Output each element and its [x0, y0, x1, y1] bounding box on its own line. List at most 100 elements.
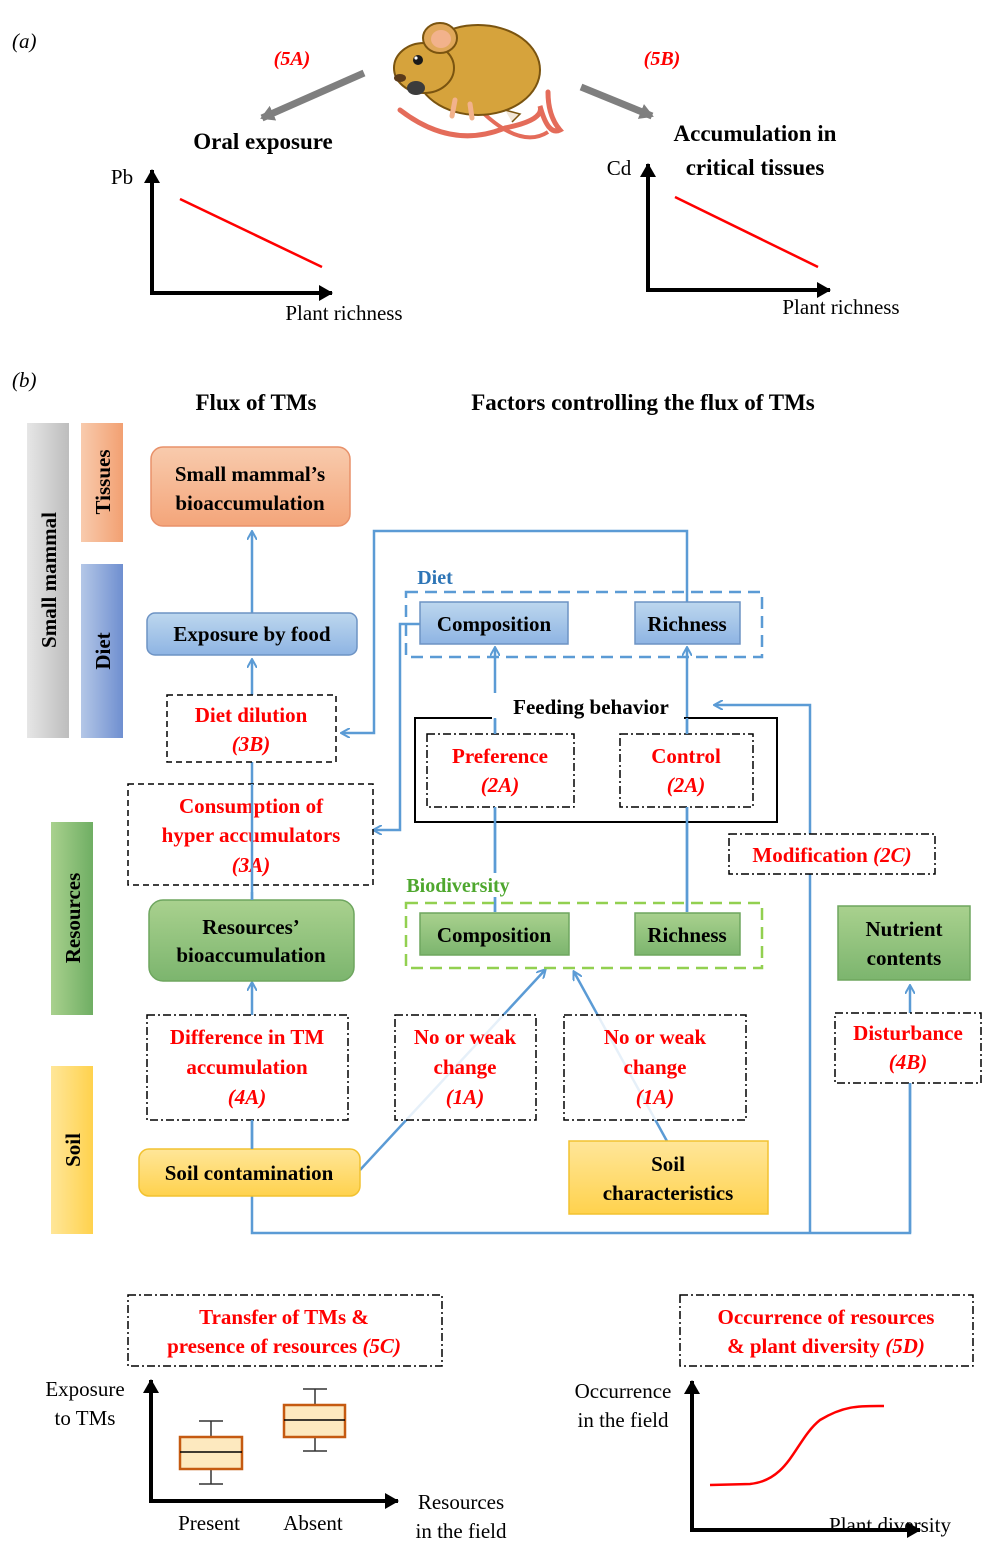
- no-change-2-line1: No or weak: [604, 1025, 707, 1049]
- trend-line: [179, 197, 323, 269]
- panel-d: Occurrence of resources & plant diversit…: [575, 1294, 974, 1538]
- band-soil: [51, 1066, 93, 1234]
- difference-line1: Difference in TM: [170, 1025, 325, 1049]
- x-axis-label: Plant richness: [285, 301, 402, 325]
- mouse-illustration: [393, 22, 564, 140]
- band-soil-label: Soil: [61, 1133, 85, 1167]
- bio-composition-box: [419, 912, 570, 956]
- panel-c-ylabel-line1: Exposure: [45, 1377, 124, 1401]
- control-ref: (2A): [667, 773, 706, 797]
- oral-exposure-title: Oral exposure: [193, 129, 332, 154]
- diet-composition-box: [419, 601, 569, 645]
- band-diet-label: Diet: [91, 632, 115, 669]
- accumulation-title-line1: Accumulation in: [674, 121, 837, 146]
- accumulation-title-line2: critical tissues: [686, 155, 825, 180]
- difference-ref: (4A): [228, 1085, 267, 1109]
- x-axis-label: Plant richness: [782, 295, 899, 319]
- diet-dilution-label: Diet dilution: [195, 703, 308, 727]
- consumption-box: Consumption of hyper accumulators (3A): [127, 783, 374, 886]
- panel-c-title-line2: presence of resources (5C): [167, 1334, 401, 1358]
- preference-label: Preference: [452, 744, 548, 768]
- preference-box: [426, 733, 575, 808]
- bio-richness-box: [634, 912, 741, 956]
- feeding-behavior-label: Feeding behavior: [513, 695, 669, 719]
- category-present: Present: [178, 1511, 240, 1535]
- bio-group-label-bg: [392, 873, 526, 897]
- soil-characteristics-line1: Soil: [651, 1152, 685, 1176]
- panel-d-ylabel-line1: Occurrence: [575, 1379, 672, 1403]
- boxplot-present: [178, 1420, 244, 1485]
- panel-a-label: (a): [12, 29, 37, 53]
- band-small-mammal: [27, 423, 69, 738]
- arrow-composition-to-consumption: [374, 622, 420, 830]
- bioaccum-node: Small mammal’s bioaccumulation: [150, 446, 351, 527]
- bio-group-label: Biodiversity: [406, 875, 509, 897]
- arrow-to-oral-exposure: [260, 69, 366, 122]
- header-flux: Flux of TMs: [196, 390, 317, 415]
- bio-composition-label: Composition: [437, 923, 552, 947]
- resources-node: Resources’ bioaccumulation: [148, 899, 355, 982]
- oral-exposure-chart: Pb Plant richness: [111, 165, 403, 325]
- y-axis-label-cd: Cd: [607, 156, 632, 180]
- sigmoid-curve: [709, 1404, 885, 1487]
- soil-contamination-label: Soil contamination: [165, 1161, 334, 1185]
- soil-contamination-node: Soil contamination: [138, 1148, 361, 1197]
- ref-5b: (5B): [644, 48, 681, 70]
- nutrient-contents-node: Nutrient contents: [837, 905, 971, 981]
- ref-5a: (5A): [274, 48, 311, 70]
- level-bands: Small mammal Tissues Diet Resources Soil: [27, 423, 123, 1234]
- bioaccum-line1: Small mammal’s: [175, 462, 325, 486]
- no-change-2-line2: change: [624, 1055, 687, 1079]
- diet-dilution-ref: (3B): [232, 732, 271, 756]
- panel-b-label: (b): [12, 368, 37, 392]
- y-axis-label-pb: Pb: [111, 165, 133, 189]
- preference-ref: (2A): [481, 773, 520, 797]
- disturbance-ref: (4B): [889, 1050, 928, 1074]
- panel-c-title-box: [127, 1294, 443, 1367]
- trend-line: [674, 195, 819, 269]
- band-resources: [51, 822, 93, 1015]
- diet-group-label: Diet: [417, 567, 453, 589]
- diet-group-label-bg: [410, 565, 462, 589]
- exposure-food-label: Exposure by food: [173, 622, 330, 646]
- arrow-richness-to-dilution: [342, 529, 689, 733]
- diet-group: Composition Richness: [404, 590, 764, 659]
- no-change-box-2: No or weak change (1A): [563, 1014, 747, 1121]
- panel-c-xlabel-line2: in the field: [416, 1519, 507, 1542]
- modification-box: Modification (2C): [728, 833, 936, 875]
- arrow-soil-to-feeding: [715, 705, 812, 1233]
- panel-c-xlabel-line1: Resources: [418, 1490, 504, 1514]
- panel-d-title-line1: Occurrence of resources: [718, 1305, 935, 1329]
- bio-richness-label: Richness: [647, 923, 726, 947]
- panel-c-title-line1: Transfer of TMs &: [199, 1305, 369, 1329]
- panel-d-xlabel: Plant diversity: [829, 1513, 951, 1537]
- control-box: [619, 733, 754, 808]
- arrow-to-accumulation: [579, 83, 654, 120]
- soil-characteristics-line2: characteristics: [603, 1181, 734, 1205]
- nutrient-line2: contents: [867, 946, 942, 970]
- header-factors: Factors controlling the flux of TMs: [471, 390, 815, 415]
- band-tissues-label: Tissues: [91, 450, 115, 515]
- diet-composition-label: Composition: [437, 612, 552, 636]
- band-diet: [81, 564, 123, 738]
- accumulation-chart: Cd Plant richness: [607, 156, 900, 319]
- difference-box: Difference in TM accumulation (4A): [146, 1014, 349, 1121]
- panel-d-title-line2: & plant diversity (5D): [727, 1334, 925, 1358]
- arrows-through-mechanisms: [250, 784, 912, 1233]
- biodiversity-group: Composition Richness: [404, 901, 764, 970]
- boxplot-absent: [282, 1388, 347, 1452]
- resources-line1: Resources’: [202, 915, 300, 939]
- disturbance-box: Disturbance (4B): [834, 1012, 982, 1084]
- control-label: Control: [651, 744, 721, 768]
- panel-d-ylabel-line2: in the field: [578, 1408, 669, 1432]
- panel-c-ylabel-line2: to TMs: [55, 1406, 116, 1430]
- band-resources-label: Resources: [61, 873, 85, 964]
- disturbance-label: Disturbance: [853, 1021, 963, 1045]
- no-change-1-ref: (1A): [446, 1085, 485, 1109]
- difference-line2: accumulation: [186, 1055, 308, 1079]
- no-change-2-ref: (1A): [636, 1085, 675, 1109]
- no-change-box-1: No or weak change (1A): [394, 1014, 537, 1121]
- diet-dilution-box: Diet dilution (3B): [166, 694, 337, 763]
